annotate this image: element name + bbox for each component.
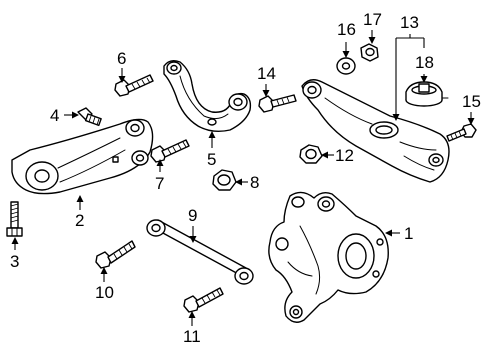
callout-17: 17 [363, 10, 382, 44]
bolt-7 [150, 139, 190, 163]
callout-label-6: 6 [117, 49, 126, 68]
callout-18: 18 [415, 53, 434, 83]
callout-label-18: 18 [415, 53, 434, 72]
callout-label-10: 10 [95, 283, 114, 302]
lower-control-arm [11, 118, 154, 195]
callout-5: 5 [207, 131, 216, 169]
callout-1: 1 [385, 224, 413, 243]
bolt-6 [114, 74, 154, 97]
callout-label-11: 11 [183, 327, 201, 346]
bolt-4 [77, 107, 102, 127]
callout-label-14: 14 [257, 64, 276, 83]
callout-label-1: 1 [404, 224, 413, 243]
callout-9: 9 [188, 206, 197, 243]
callout-15: 15 [462, 92, 481, 125]
callout-label-2: 2 [75, 211, 84, 230]
trailing-arm [301, 79, 450, 183]
callout-6: 6 [117, 49, 126, 83]
callout-label-16: 16 [337, 20, 356, 39]
callout-13: 13 [392, 13, 425, 121]
callout-label-7: 7 [155, 174, 164, 193]
bushing-18 [405, 81, 449, 107]
bolt-14 [258, 94, 297, 113]
knuckle [268, 191, 389, 323]
callout-label-12: 12 [335, 146, 354, 165]
nut-12 [299, 144, 323, 164]
callout-11: 11 [183, 311, 201, 346]
callout-2: 2 [75, 195, 84, 230]
callout-label-17: 17 [363, 10, 382, 29]
callout-14: 14 [257, 64, 276, 97]
callout-7: 7 [155, 159, 164, 193]
nut-17 [360, 43, 379, 62]
callout-4: 4 [50, 106, 79, 125]
bolt-15 [446, 123, 477, 142]
callout-16: 16 [337, 20, 356, 58]
callout-10: 10 [95, 267, 114, 302]
upper-control-arm [163, 59, 252, 133]
callout-label-5: 5 [207, 150, 216, 169]
washer-16 [336, 57, 356, 75]
callout-label-3: 3 [10, 252, 19, 271]
callout-8: 8 [235, 173, 259, 192]
toe-link [146, 219, 254, 285]
callout-label-15: 15 [462, 92, 481, 111]
nut-8 [212, 169, 237, 191]
bolt-3 [6, 201, 23, 237]
callout-3: 3 [10, 237, 19, 271]
bolt-11 [183, 287, 224, 313]
callout-label-13: 13 [400, 13, 419, 32]
callout-12: 12 [321, 146, 354, 165]
callout-label-8: 8 [250, 173, 259, 192]
bolt-10 [95, 240, 136, 269]
callout-label-4: 4 [50, 106, 59, 125]
callout-label-9: 9 [188, 206, 197, 225]
